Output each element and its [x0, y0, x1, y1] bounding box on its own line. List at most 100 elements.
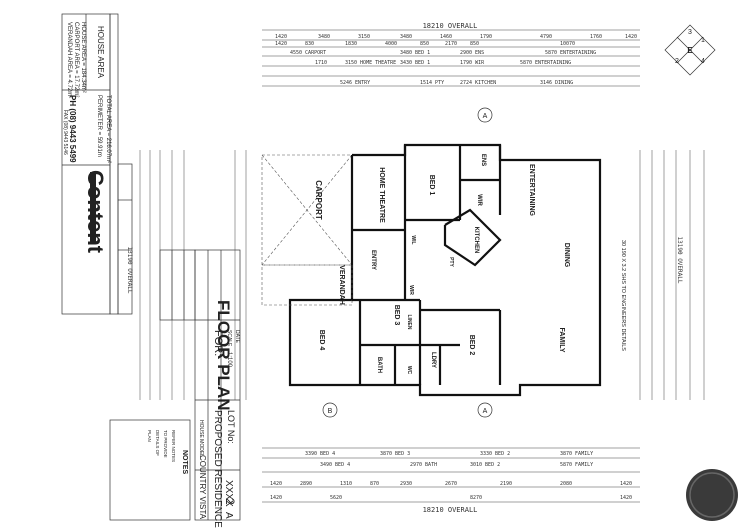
proposed-residence: PROPOSED RESIDENCE @: [212, 410, 223, 530]
svg-text:2930: 2930: [400, 481, 412, 487]
job-number: XXXX: [223, 480, 234, 507]
svg-text:E: E: [687, 46, 693, 55]
fax-number: FAX (08) 9443 5146: [62, 110, 68, 155]
svg-text:2: 2: [675, 58, 679, 65]
svg-text:870: 870: [370, 481, 379, 487]
perimeter-value: PERIMETER = 59.91m: [96, 95, 102, 157]
room-verandah: VERANDAH: [338, 265, 345, 305]
house-model-name: COUNTRY VISTA: [198, 455, 207, 520]
bottom-dimensions: 3390 BED 4 3870 BED 3 3330 BED 2 3870 FA…: [262, 447, 640, 514]
room-carport: CARPORT: [314, 180, 323, 220]
svg-text:830: 830: [305, 41, 314, 47]
total-area-value: TOTAL AREA = 216.07m²: [105, 95, 111, 163]
svg-text:PLAN: PLAN: [147, 430, 152, 442]
phone-number: PH (08) 9443 5499: [68, 95, 77, 163]
svg-text:1760: 1760: [590, 34, 602, 40]
room-labels: CARPORT HOME THEATRE BED 1 ENS WIR ENTER…: [314, 154, 570, 375]
section-markers: A A B: [322, 107, 493, 418]
scale-label: SCALE: [226, 330, 232, 347]
svg-text:1460: 1460: [440, 34, 452, 40]
building-walls: [261, 143, 602, 397]
room-linen: LINEN: [406, 315, 412, 330]
house-area-value: HOUSE AREA = 184.34m²: [80, 22, 86, 93]
room-home-theatre: HOME THEATRE: [378, 167, 385, 223]
top-overall: 18210 OVERALL: [423, 22, 478, 30]
house-area-heading: HOUSE AREA: [96, 26, 105, 79]
svg-text:2190: 2190: [500, 481, 512, 487]
room-family: FAMILY: [558, 327, 565, 352]
svg-text:1710: 1710: [315, 60, 327, 66]
svg-text:3480: 3480: [400, 34, 412, 40]
svg-text:3870 BED 3: 3870 BED 3: [380, 451, 410, 457]
svg-text:2970 BATH: 2970 BATH: [410, 462, 437, 468]
room-kitchen: KITCHEN: [473, 227, 479, 254]
engineer-note: 30 190 X 3.2 SHS TO ENGINEERS DETAILS: [620, 240, 626, 351]
coin-image: [686, 469, 738, 521]
svg-text:1830: 1830: [345, 41, 357, 47]
svg-text:1420: 1420: [275, 41, 287, 47]
svg-text:1420: 1420: [620, 495, 632, 501]
scale-value: 1:100: [226, 352, 232, 368]
room-bed-2: BED 2: [468, 335, 475, 356]
svg-text:5870 ENTERTAINING: 5870 ENTERTAINING: [520, 60, 571, 66]
svg-text:4000: 4000: [385, 41, 397, 47]
svg-text:8270: 8270: [470, 495, 482, 501]
svg-text:1420: 1420: [270, 481, 282, 487]
svg-text:3150: 3150: [358, 34, 370, 40]
svg-text:3: 3: [688, 29, 692, 36]
sheet-number: 2: [223, 498, 237, 505]
svg-text:4550 CARPORT: 4550 CARPORT: [290, 50, 326, 56]
svg-text:2170: 2170: [445, 41, 457, 47]
svg-text:1790 WIR: 1790 WIR: [460, 60, 485, 66]
top-dimensions: 18210 OVERALL 1420 3480 3150 3480 1460 1…: [262, 22, 640, 87]
plan-title: FLOOR PLAN: [214, 300, 233, 411]
svg-text:TO PROVIDE: TO PROVIDE: [163, 430, 168, 458]
room-pty: PTY: [448, 257, 454, 267]
room-ens: ENS: [480, 154, 486, 166]
compass-diamond: 1 3 E 2 4: [664, 24, 716, 76]
spec-notes-block: [117, 163, 133, 315]
carport-area-value: CARPORT AREA = 17.72m²: [73, 22, 79, 97]
right-overall: 13190 OVERALL: [676, 237, 683, 284]
bottom-overall: 18210 OVERALL: [423, 506, 478, 514]
svg-text:850: 850: [470, 41, 479, 47]
revision: A: [223, 512, 234, 519]
svg-text:3490 BED 4: 3490 BED 4: [320, 462, 350, 468]
svg-text:5870 ENTERTAINING: 5870 ENTERTAINING: [545, 50, 596, 56]
room-wir-1: WIR: [476, 194, 482, 206]
svg-text:5620: 5620: [330, 495, 342, 501]
svg-text:5246 ENTRY: 5246 ENTRY: [340, 80, 370, 86]
svg-text:1514 PTY: 1514 PTY: [420, 80, 444, 86]
room-bed-4: BED 4: [318, 330, 325, 351]
svg-text:850: 850: [420, 41, 429, 47]
svg-text:2890: 2890: [300, 481, 312, 487]
svg-text:3480 BED 1: 3480 BED 1: [400, 50, 430, 56]
svg-text:1420: 1420: [620, 481, 632, 487]
section-a-bottom: A: [483, 408, 488, 415]
left-overall: 13190 OVERALL: [126, 247, 133, 294]
svg-text:3430 BED 1: 3430 BED 1: [400, 60, 430, 66]
room-entertaining: ENTERTAINING: [528, 164, 535, 217]
side-dimensions: 13190 OVERALL 13190 OVERALL: [126, 150, 705, 400]
lot-number: LOT No:: [226, 410, 236, 444]
room-dining: DINING: [563, 243, 570, 268]
date-label: DATE: [234, 330, 240, 344]
title-block: HOUSE AREA HOUSE AREA = 184.34m² CARPORT…: [61, 13, 119, 315]
section-b: B: [328, 408, 333, 415]
svg-text:1: 1: [701, 37, 705, 44]
svg-text:1420: 1420: [625, 34, 637, 40]
verandah-area-value: VERANDAH AREA = 4.72m²: [66, 22, 72, 98]
svg-text:3390 BED 4: 3390 BED 4: [305, 451, 335, 457]
house-model-label: HOUSE MODEL: [198, 420, 204, 457]
svg-text:1420: 1420: [275, 34, 287, 40]
notes-heading: NOTES: [181, 450, 188, 474]
room-wc: WC: [406, 366, 412, 375]
svg-text:5870 FAMILY: 5870 FAMILY: [560, 462, 593, 468]
svg-text:REFER NOTES: REFER NOTES: [171, 430, 176, 462]
svg-text:4790: 4790: [540, 34, 552, 40]
svg-text:DETAILS OF: DETAILS OF: [155, 430, 160, 456]
svg-text:1790: 1790: [480, 34, 492, 40]
room-wir-2: WIR: [408, 285, 414, 295]
svg-text:10070: 10070: [560, 41, 575, 47]
